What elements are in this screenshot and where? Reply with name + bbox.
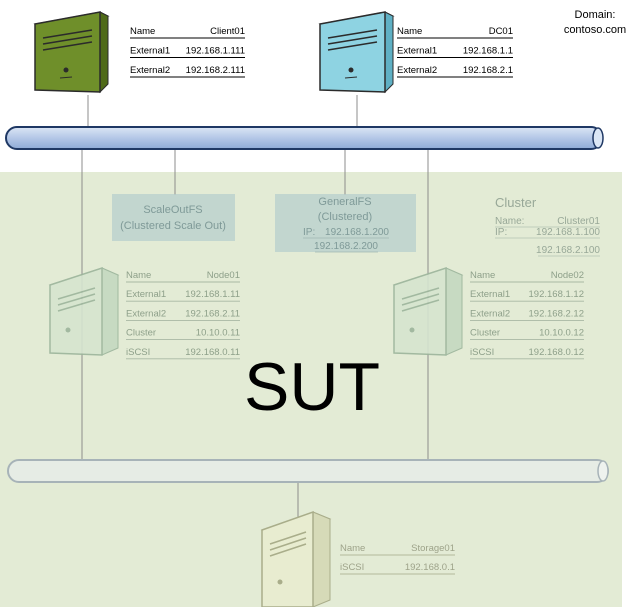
cluster-info: Cluster Name: Cluster01 IP: 192.168.1.10… xyxy=(495,195,600,257)
dc-field-label: Name xyxy=(397,26,422,37)
dc-field-label: External1 xyxy=(397,46,437,57)
node01-server-icon xyxy=(48,266,120,356)
node02-field-value: 192.168.0.12 xyxy=(529,347,584,358)
cluster-ip-label: IP: xyxy=(495,227,507,238)
node01-field-value: Node01 xyxy=(207,270,240,281)
node01-field-label: Name xyxy=(126,270,151,281)
external-network-bus xyxy=(5,126,604,150)
dc-field-value: 192.168.1.1 xyxy=(463,46,513,57)
generalfs-title: GeneralFS xyxy=(318,196,371,208)
node02-field-label: iSCSI xyxy=(470,347,494,358)
node02-field-label: Cluster xyxy=(470,328,500,339)
storage-field-label: Name xyxy=(340,543,365,554)
cluster-title: Cluster xyxy=(495,195,537,210)
generalfs-ip-label: IP: xyxy=(303,227,315,238)
scaleoutfs-role: ScaleOutFS (Clustered Scale Out) xyxy=(112,194,235,241)
node01-field-value: 192.168.2.11 xyxy=(185,308,240,319)
domain-label: Domain: xyxy=(575,9,616,21)
generalfs-ip1: 192.168.1.200 xyxy=(325,227,389,238)
node02-field-label: Name xyxy=(470,270,495,281)
generalfs-ip2: 192.168.2.200 xyxy=(314,241,378,252)
sut-label: SUT xyxy=(244,349,380,425)
client-field-value: 192.168.2.111 xyxy=(186,65,245,76)
node02-server-icon xyxy=(392,266,464,356)
storage-field-value: 192.168.0.1 xyxy=(405,562,455,573)
dc-field-label: External2 xyxy=(397,65,437,76)
cluster-ip1: 192.168.1.100 xyxy=(536,227,600,238)
client-field-value: 192.168.1.111 xyxy=(186,46,245,57)
node02-field-label: External2 xyxy=(470,308,510,319)
dc01-server-icon xyxy=(318,11,395,94)
node01-field-label: External1 xyxy=(126,289,166,300)
cluster-name-label: Name: xyxy=(495,216,524,227)
node02-field-value: Node02 xyxy=(551,270,584,281)
domain-info: Domain: contoso.com xyxy=(564,9,626,36)
storage01-server-icon xyxy=(260,510,332,607)
client-field-label: Name xyxy=(130,26,155,37)
node02-field-value: 192.168.2.12 xyxy=(529,308,584,319)
storage-info-table: Name Storage01 iSCSI 192.168.0.1 xyxy=(340,543,455,575)
node01-field-label: iSCSI xyxy=(126,347,150,358)
node02-field-label: External1 xyxy=(470,289,510,300)
generalfs-role: GeneralFS (Clustered) IP: 192.168.1.200 … xyxy=(275,194,416,253)
node01-field-value: 192.168.0.11 xyxy=(185,347,240,358)
storage-network-bus xyxy=(7,459,609,483)
node01-field-label: Cluster xyxy=(126,328,156,339)
storage-field-label: iSCSI xyxy=(340,562,364,573)
client-field-label: External1 xyxy=(130,46,170,57)
scaleoutfs-title: ScaleOutFS xyxy=(143,204,202,216)
node01-field-label: External2 xyxy=(126,308,166,319)
node01-field-value: 10.10.0.11 xyxy=(196,328,240,339)
storage-field-value: Storage01 xyxy=(411,543,455,554)
scaleoutfs-subtitle: (Clustered Scale Out) xyxy=(120,220,226,232)
node02-field-value: 192.168.1.12 xyxy=(529,289,584,300)
client-field-value: Client01 xyxy=(210,26,245,37)
client01-server-icon xyxy=(33,11,110,94)
node02-field-value: 10.10.0.12 xyxy=(539,328,584,339)
dc-field-value: 192.168.2.1 xyxy=(463,65,513,76)
generalfs-subtitle: (Clustered) xyxy=(318,211,372,223)
cluster-ip2: 192.168.2.100 xyxy=(536,245,600,256)
client-field-label: External2 xyxy=(130,65,170,76)
cluster-name-value: Cluster01 xyxy=(557,216,600,227)
node01-field-value: 192.168.1.11 xyxy=(185,289,240,300)
dc-field-value: DC01 xyxy=(489,26,513,37)
domain-value: contoso.com xyxy=(564,24,626,36)
